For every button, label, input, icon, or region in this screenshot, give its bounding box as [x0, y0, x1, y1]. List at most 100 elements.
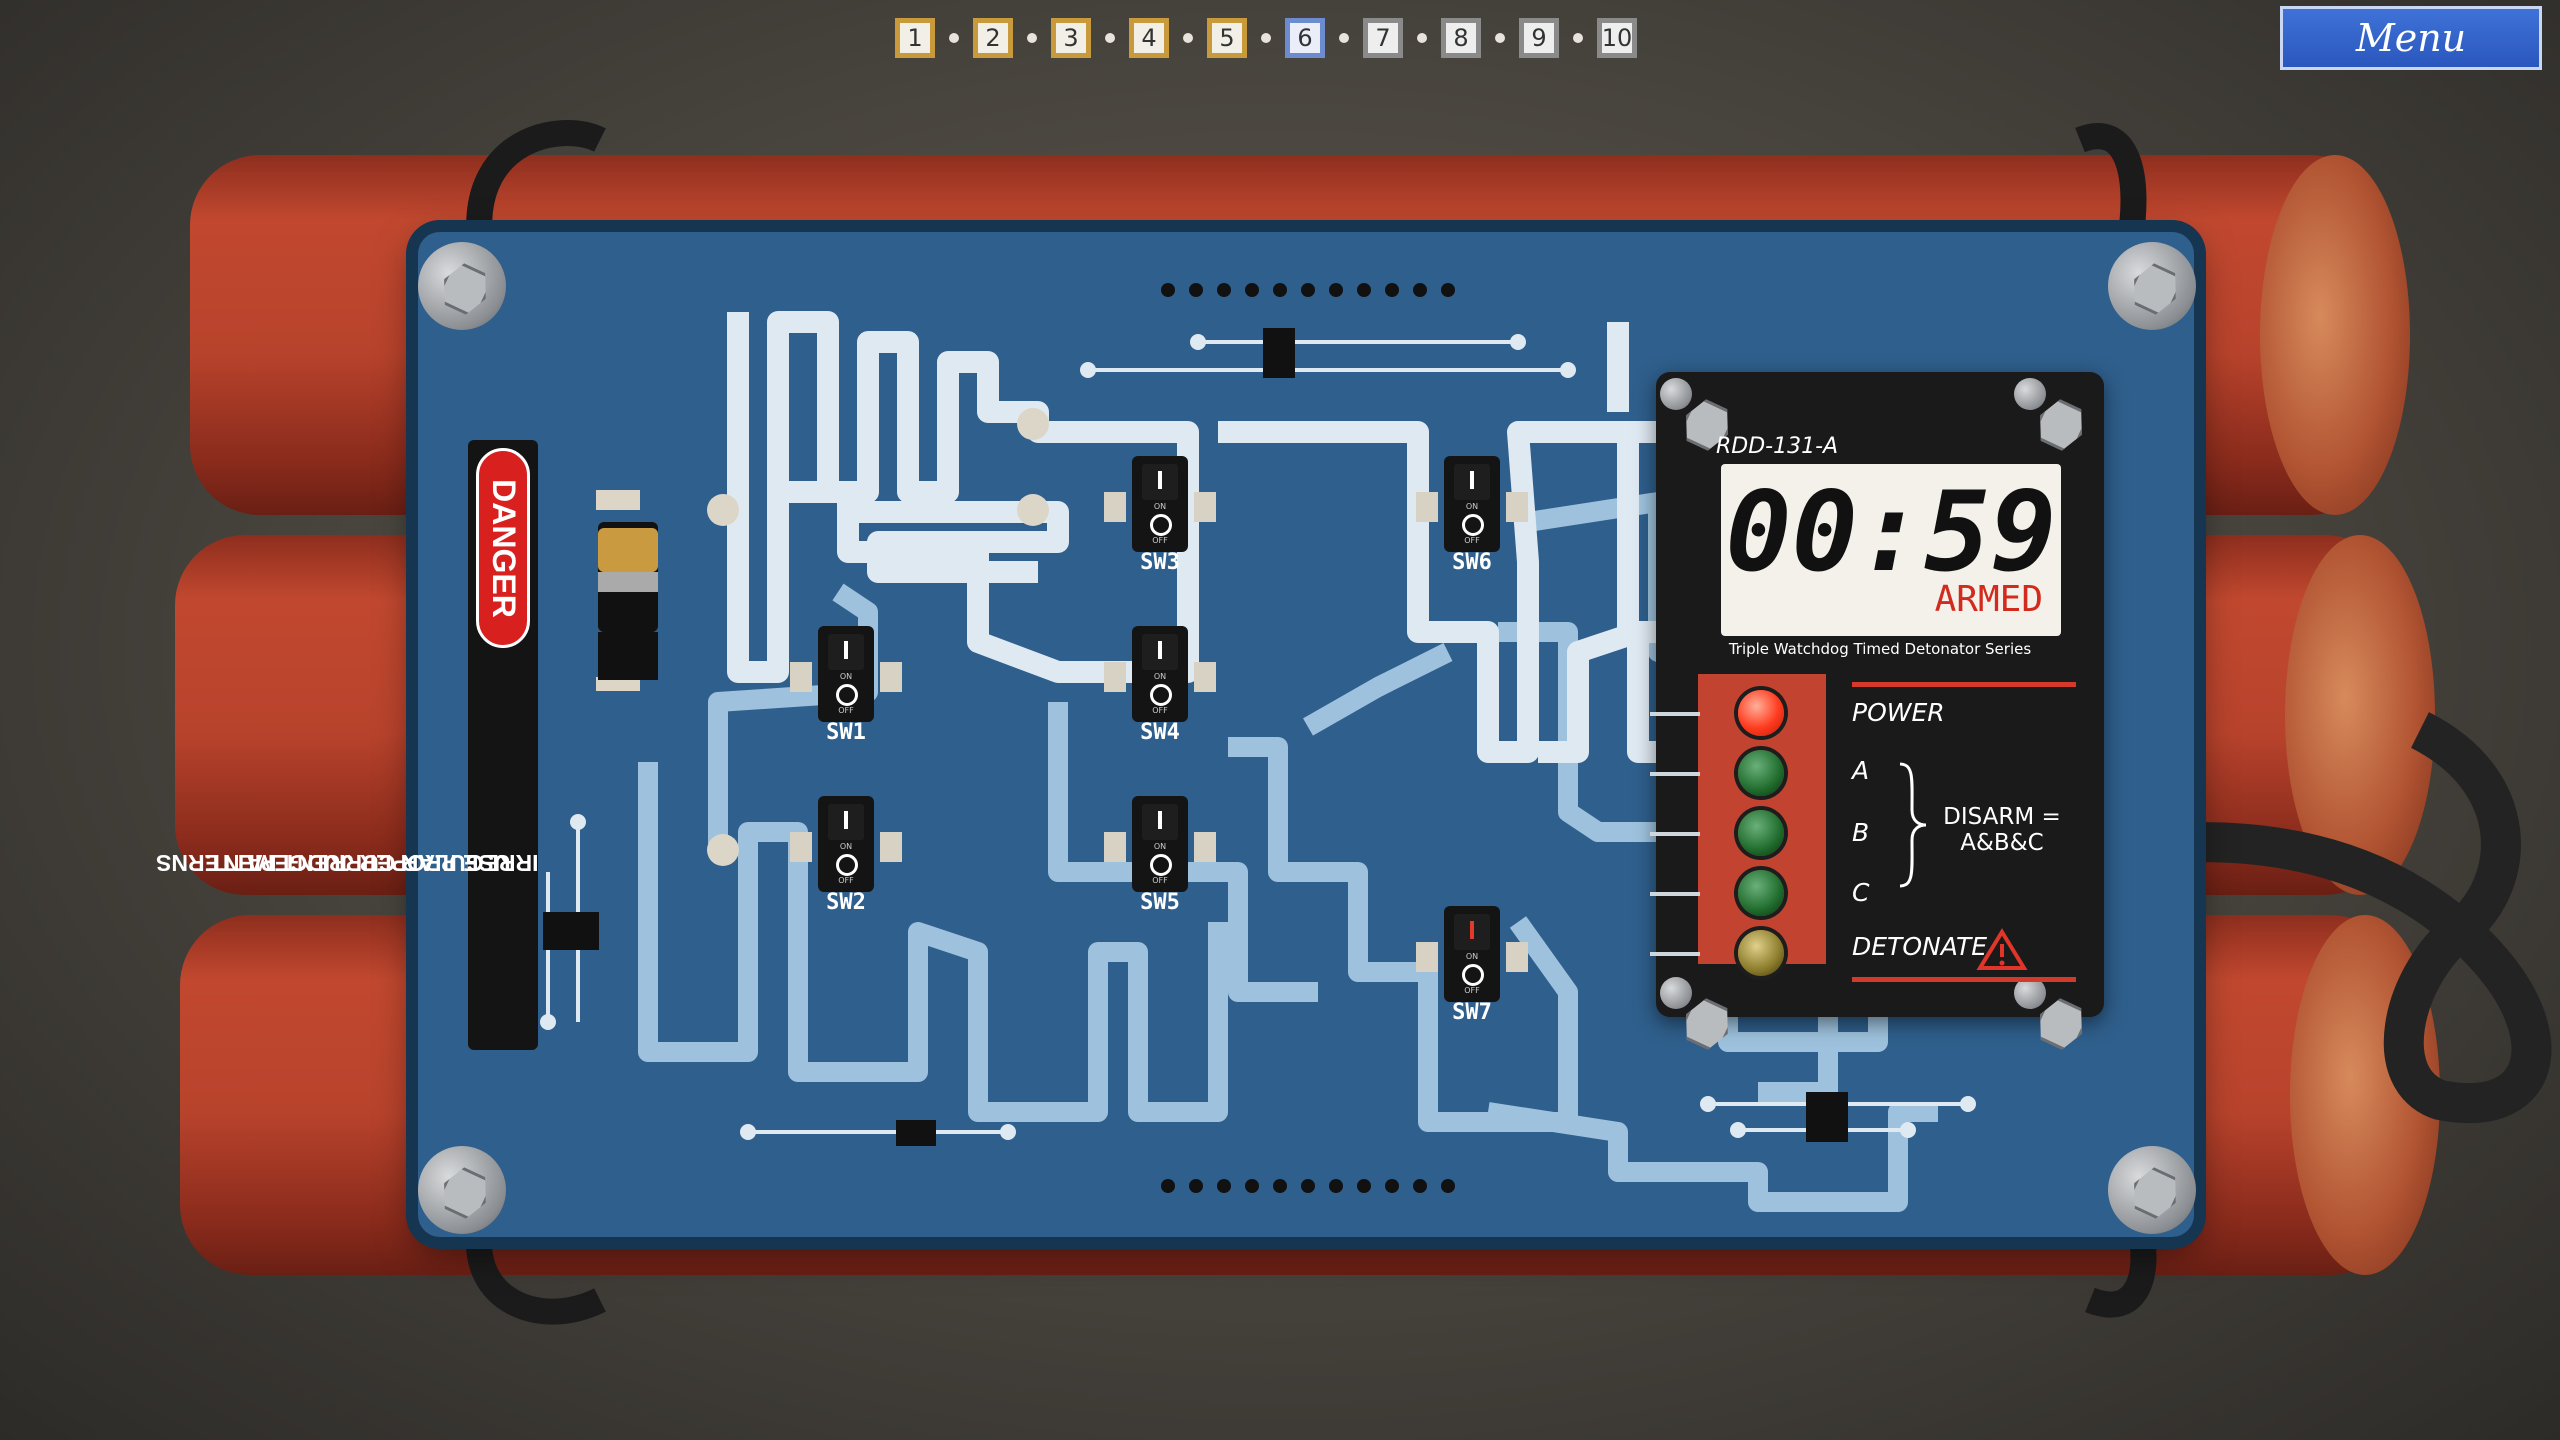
danger-label: DANGER IRREGULAR CURRENT PATTERNS USE PR… [156, 440, 538, 1050]
switch-body: ON OFF [1132, 796, 1188, 892]
switch-body: ON OFF [818, 796, 874, 892]
switch-body: ON OFF [818, 626, 874, 722]
screw-icon [418, 242, 506, 330]
switch-rocker [828, 634, 864, 670]
level-separator-dot [1105, 33, 1115, 43]
switch-ring-icon [836, 854, 858, 876]
detonator-model: RDD-131-A [1716, 434, 1839, 459]
switch-label: SW1 [826, 720, 866, 745]
switch-on-text: ON [1153, 672, 1167, 681]
brace-icon [1899, 762, 1927, 888]
switch-terminal [1416, 942, 1438, 972]
level-button-8[interactable]: 8 [1441, 18, 1481, 58]
switch-on-text: ON [1153, 842, 1167, 851]
switch-ring-icon [1150, 514, 1172, 536]
switch-off-text: OFF [1464, 986, 1480, 995]
switch-rocker [1142, 634, 1178, 670]
switch-ring-icon [1150, 684, 1172, 706]
level-button-4[interactable]: 4 [1129, 18, 1169, 58]
red-divider [1852, 682, 2076, 687]
switch-off-text: OFF [1152, 706, 1168, 715]
level-button-1[interactable]: 1 [895, 18, 935, 58]
screw-icon [2014, 378, 2046, 410]
level-button-10[interactable]: 10 [1597, 18, 1637, 58]
led-a [1738, 750, 1784, 796]
dynamite-end-cap [2260, 155, 2410, 515]
warning-icon [1976, 928, 2028, 970]
switch-terminal [1506, 942, 1528, 972]
switch-sw2[interactable]: ON OFF SW2 [790, 796, 902, 915]
level-separator-dot [1183, 33, 1193, 43]
a-label: A [1852, 756, 1870, 785]
level-button-2[interactable]: 2 [973, 18, 1013, 58]
switch-sw6[interactable]: ON OFF SW6 [1416, 456, 1528, 575]
led-detonate [1738, 930, 1784, 976]
armed-status: ARMED [1934, 579, 2043, 620]
switch-sw1[interactable]: ON OFF SW1 [790, 626, 902, 745]
switch-terminal [1104, 832, 1126, 862]
switch-body: ON OFF [1132, 626, 1188, 722]
switch-ring-icon [836, 684, 858, 706]
switch-terminal [880, 662, 902, 692]
switch-terminal [790, 832, 812, 862]
switch-ring-icon [1462, 964, 1484, 986]
level-selector: 1 2 3 4 5 6 7 8 9 10 [895, 18, 1637, 58]
switch-terminal [1506, 492, 1528, 522]
power-label: POWER [1852, 698, 1945, 727]
screw-icon [418, 1146, 506, 1234]
switch-off-text: OFF [1464, 536, 1480, 545]
switch-rocker [1454, 464, 1490, 500]
switch-sw5[interactable]: ON OFF SW5 [1104, 796, 1216, 915]
switch-label: SW5 [1140, 890, 1180, 915]
switch-terminal [1416, 492, 1438, 522]
level-button-5[interactable]: 5 [1207, 18, 1247, 58]
timer-display: 00:59 ARMED [1721, 464, 2061, 636]
switch-label: SW7 [1452, 1000, 1492, 1025]
switch-terminal [880, 832, 902, 862]
switch-terminal [790, 662, 812, 692]
switch-sw4[interactable]: ON OFF SW4 [1104, 626, 1216, 745]
screw-icon [2014, 977, 2046, 1009]
detonator-series: Triple Watchdog Timed Detonator Series [1728, 640, 2032, 658]
switch-label: SW2 [826, 890, 866, 915]
level-button-9[interactable]: 9 [1519, 18, 1559, 58]
indicator-panel [1698, 674, 1826, 976]
level-separator-dot [1261, 33, 1271, 43]
led-power [1738, 690, 1784, 736]
switch-rocker [828, 804, 864, 840]
switch-terminal [1194, 832, 1216, 862]
level-button-3[interactable]: 3 [1051, 18, 1091, 58]
switch-terminal [1104, 662, 1126, 692]
red-divider [1852, 977, 2076, 982]
switch-sw3[interactable]: ON OFF SW3 [1104, 456, 1216, 575]
switch-off-text: OFF [838, 876, 854, 885]
switch-body: ON OFF [1444, 456, 1500, 552]
switch-on-text: ON [839, 672, 853, 681]
b-label: B [1852, 818, 1870, 847]
switch-ring-icon [1462, 514, 1484, 536]
level-button-7[interactable]: 7 [1363, 18, 1403, 58]
detonator-leads [1650, 712, 1700, 956]
menu-button[interactable]: Menu [2280, 6, 2542, 70]
switch-rocker [1142, 464, 1178, 500]
countdown-timer: 00:59 [1725, 468, 2057, 596]
danger-line-2: USE PROPER JUDGEMENT. [204, 850, 511, 876]
switch-ring-icon [1150, 854, 1172, 876]
switch-rocker [1454, 914, 1490, 950]
switch-rocker [1142, 804, 1178, 840]
led-c [1738, 870, 1784, 916]
led-b [1738, 810, 1784, 856]
screw-icon [2108, 1146, 2196, 1234]
switch-label: SW3 [1140, 550, 1180, 575]
level-button-6[interactable]: 6 [1285, 18, 1325, 58]
level-separator-dot [1027, 33, 1037, 43]
disarm-line-2: A&B&C [1960, 830, 2044, 856]
level-separator-dot [1573, 33, 1583, 43]
switch-sw7[interactable]: ON OFF SW7 [1416, 906, 1528, 1025]
danger-warning-text: IRREGULAR CURRENT PATTERNS USE PROPER JU… [156, 665, 538, 1045]
switch-off-text: OFF [838, 706, 854, 715]
switch-body: ON OFF [1444, 906, 1500, 1002]
switch-terminal [1194, 492, 1216, 522]
level-separator-dot [949, 33, 959, 43]
